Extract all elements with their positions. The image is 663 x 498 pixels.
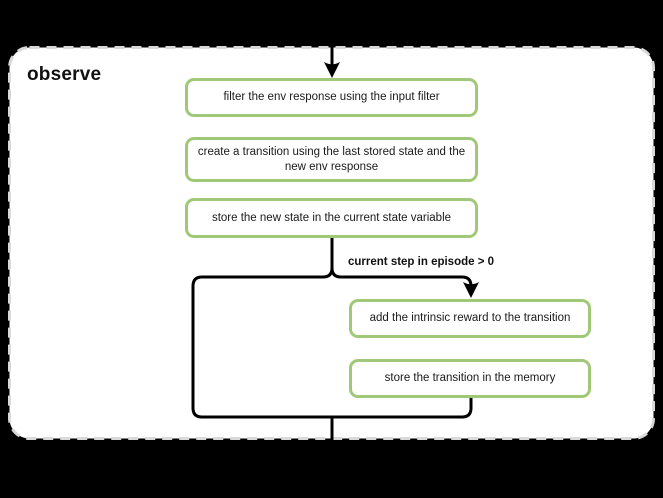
edge-right-return [332,398,473,419]
node-add-intrinsic-reward: add the intrinsic reward to the transiti… [349,299,591,338]
arrowhead-down-icon [324,62,340,78]
node-store-transition: store the transition in the memory [349,359,591,398]
flow-edges [191,40,473,444]
node-store-new-state: store the new state in the current state… [185,198,478,238]
diagram-title: observe [27,64,102,85]
node-filter-env-response: filter the env response using the input … [185,78,478,117]
condition-label: current step in episode > 0 [348,256,495,268]
edge-bypass-loop [191,267,334,419]
arrowheads [324,62,479,298]
edge-condition-branch [330,267,473,291]
arrowhead-down-icon [463,282,479,298]
node-create-transition: create a transition using the last store… [185,137,478,182]
